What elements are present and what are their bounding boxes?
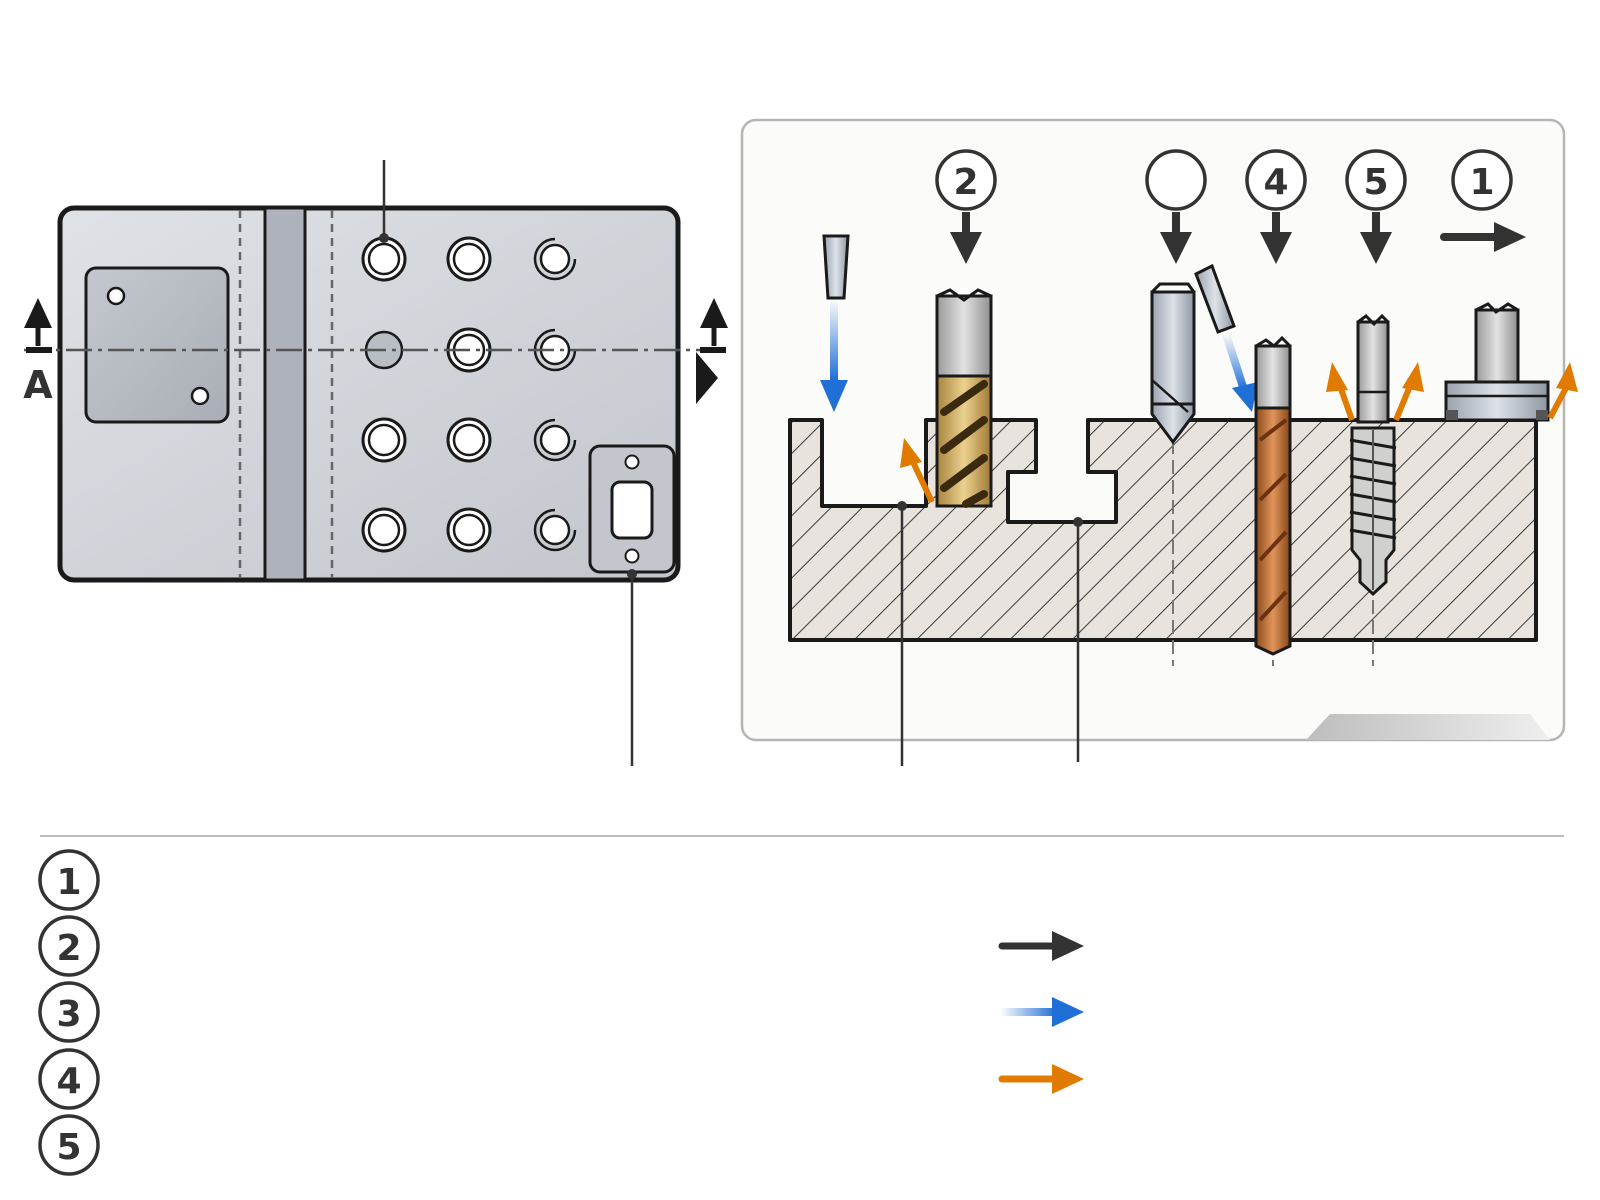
callout-circle xyxy=(1145,149,1207,211)
panel-shadow xyxy=(1306,714,1550,740)
legend-number: 4 xyxy=(56,1061,81,1102)
callout-circle: 4 xyxy=(1245,149,1307,211)
chip-arrows-tap xyxy=(1326,362,1424,422)
angled-nozzle xyxy=(1194,263,1236,334)
hole xyxy=(446,417,492,463)
chip-arrow-face xyxy=(1547,362,1578,420)
callout-circle: 1 xyxy=(1451,149,1513,211)
callout-number: 2 xyxy=(953,162,978,203)
feed-arrow-right xyxy=(1440,222,1526,252)
drill-tool xyxy=(1254,335,1292,656)
legend-arrow-coolant xyxy=(1000,997,1084,1027)
feed-arrows-down xyxy=(950,212,1392,264)
threaded-hole xyxy=(533,237,577,281)
legend-item: 2 xyxy=(38,915,100,977)
slot-channel xyxy=(263,206,307,582)
threaded-hole xyxy=(533,328,577,372)
legend-number: 3 xyxy=(56,994,81,1035)
section-line-a xyxy=(24,298,728,404)
hole xyxy=(446,236,492,282)
hole-grid xyxy=(361,236,577,553)
pocket xyxy=(84,266,230,424)
leader-lines-left xyxy=(379,160,637,766)
countersink-tool xyxy=(1150,282,1196,445)
callout-number: 1 xyxy=(1469,162,1494,203)
hole xyxy=(361,236,407,282)
threaded-hole xyxy=(533,508,577,552)
legend-item: 4 xyxy=(38,1048,100,1110)
chip-arrow xyxy=(900,438,935,504)
callout-number: 5 xyxy=(1363,162,1388,203)
callout-circle: 2 xyxy=(935,149,997,211)
hole xyxy=(361,507,407,553)
leader-lines-section xyxy=(897,501,1083,766)
section-label: A xyxy=(23,363,53,407)
plate-top-view xyxy=(57,205,681,583)
coolant-arrow xyxy=(820,300,848,412)
tap-tool xyxy=(1349,313,1397,597)
legend-item: 1 xyxy=(38,849,100,911)
legend-arrow-feed xyxy=(998,931,1084,961)
legend-numbered: 1 2 3 4 5 xyxy=(38,849,100,1176)
face-mill-tool xyxy=(1444,302,1550,422)
threaded-hole xyxy=(533,418,577,462)
legend-number: 2 xyxy=(56,928,81,969)
callout-number: 4 xyxy=(1263,162,1288,203)
tapered-cutter xyxy=(822,234,850,300)
legend-number: 1 xyxy=(56,862,81,903)
legend-arrow-chip xyxy=(998,1064,1084,1094)
legend-item: 5 xyxy=(38,1114,100,1176)
legend-item: 3 xyxy=(38,981,100,1043)
end-mill-tool xyxy=(935,288,993,508)
legend-arrows xyxy=(998,931,1084,1094)
hole xyxy=(446,507,492,553)
hole xyxy=(361,417,407,463)
callout-circle: 5 xyxy=(1345,149,1407,211)
legend-number: 5 xyxy=(56,1127,81,1168)
coolant-arrow-angled xyxy=(1222,332,1258,412)
